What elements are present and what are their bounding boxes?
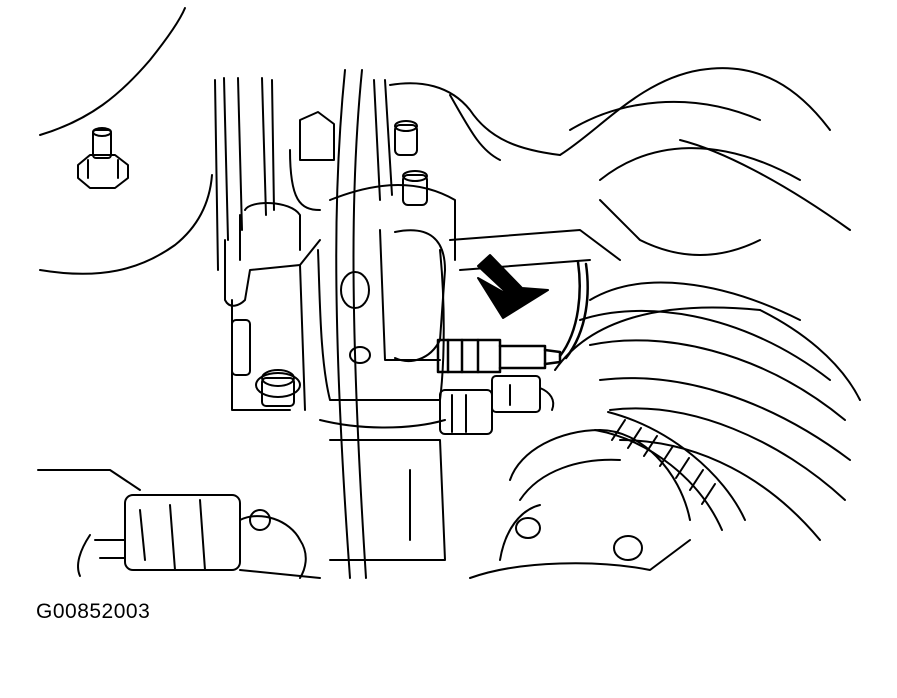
outlet-pipe: [469, 429, 691, 579]
sensor-connector: [436, 260, 589, 374]
upper-right-body: [389, 67, 851, 271]
housing-bolts: [289, 111, 428, 211]
mounting-bracket: [214, 77, 321, 411]
harness-connector: [37, 469, 321, 579]
bolt: [77, 127, 129, 189]
lower-connector: [439, 375, 555, 435]
hose-clamp: [594, 411, 746, 531]
arrow-down-left-icon: [477, 254, 549, 319]
control-rods: [335, 69, 393, 579]
air-intake-hose: [554, 281, 861, 541]
bracket-bolt: [255, 369, 301, 407]
valve-housing: [317, 184, 456, 561]
figure-code: G00852003: [36, 600, 151, 623]
upper-left-panel: [39, 7, 213, 275]
